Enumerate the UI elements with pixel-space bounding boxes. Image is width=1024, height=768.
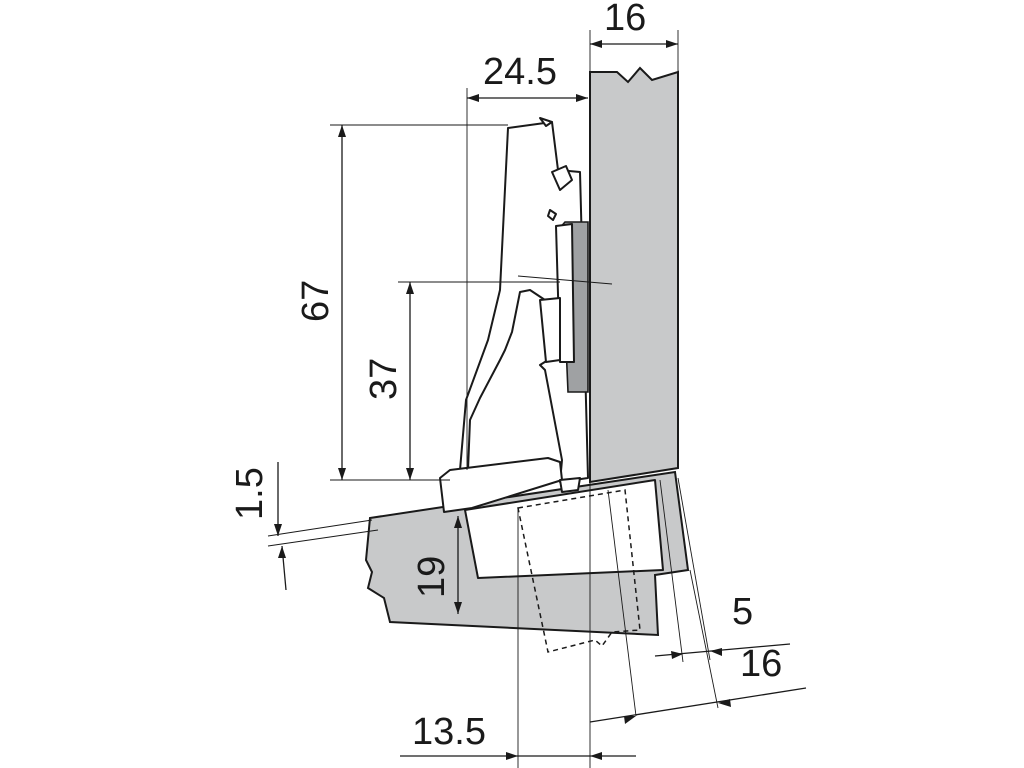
dim-door-thickness: 19 [411,516,462,614]
hinge-arm [459,117,589,483]
dim-bore-offset: 16 [589,489,807,724]
hinge-cup [439,457,581,513]
dim-gap: 1.5 [229,462,379,591]
dim-cup-distance: 13.5 [400,482,636,768]
label-gap: 1.5 [229,467,271,520]
side-panel [589,66,679,484]
label-door-thickness: 19 [411,556,453,598]
door-panel [364,470,690,653]
label-cup-distance: 13.5 [412,711,486,753]
dim-cup-height: 67 [295,124,508,481]
label-cup-height: 67 [295,280,337,322]
dim-cup-center: 37 [363,281,560,480]
dim-edge-distance: 5 [654,477,791,663]
label-overlay-depth: 24.5 [483,51,557,93]
label-cup-center: 37 [363,358,405,400]
label-panel-thickness: 16 [604,0,646,39]
dim-panel-thickness: 16 [589,0,679,72]
label-edge-distance: 5 [732,591,753,633]
label-bore-offset: 16 [740,643,782,685]
center-marker [517,275,613,285]
dim-overlay-depth: 24.5 [466,51,588,470]
